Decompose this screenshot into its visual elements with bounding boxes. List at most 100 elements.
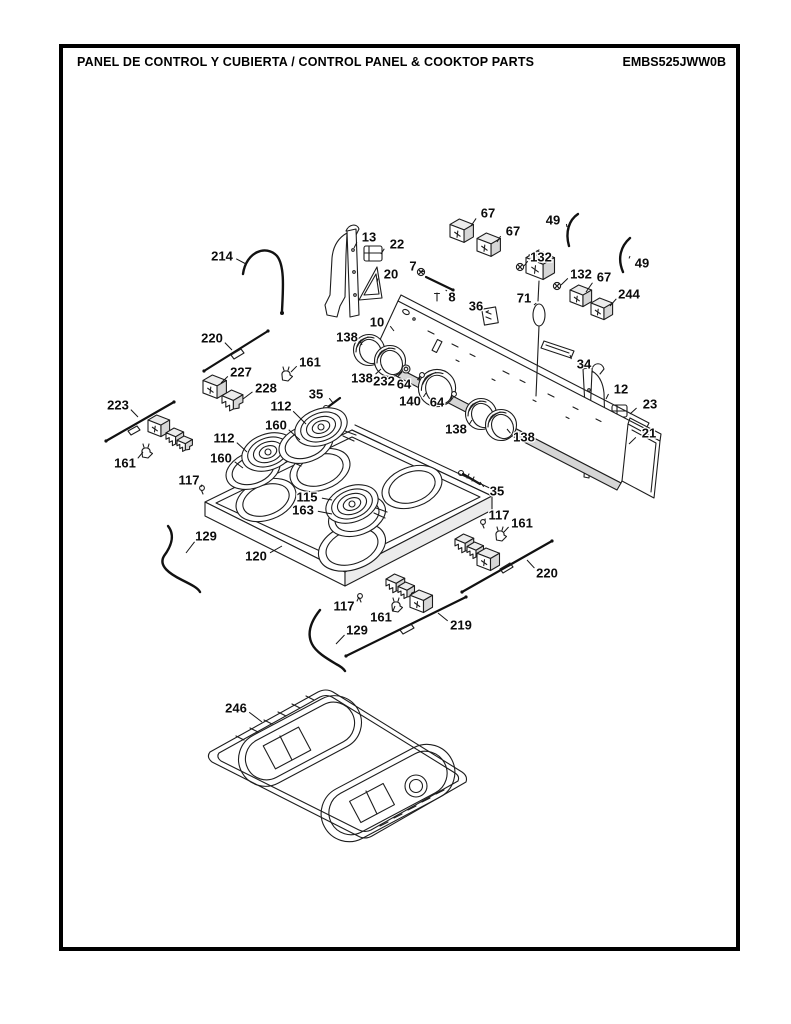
leader-line xyxy=(534,303,536,305)
part-label-120: 120 xyxy=(245,549,267,564)
leader-line xyxy=(318,511,332,514)
part-220-rod xyxy=(202,329,270,373)
leader-line xyxy=(201,485,202,487)
part-label-138: 138 xyxy=(513,430,535,445)
leader-line xyxy=(221,376,228,383)
part-label-112: 112 xyxy=(214,431,235,446)
leader-line xyxy=(270,546,282,553)
leader-line xyxy=(451,395,452,398)
part-22-clip xyxy=(364,246,382,261)
part-label-8: 8 xyxy=(448,290,455,305)
leader-line xyxy=(586,283,592,292)
leader-line xyxy=(377,278,378,282)
leader-line xyxy=(336,635,345,644)
part-label-115: 115 xyxy=(297,490,318,505)
part-36-bracket xyxy=(482,307,499,325)
part-161-clip xyxy=(281,366,294,382)
part-220-rod xyxy=(460,539,554,594)
leader-line xyxy=(237,443,247,452)
part-label-132: 132 xyxy=(530,250,552,265)
part-label-223: 223 xyxy=(107,398,129,413)
part-label-161: 161 xyxy=(299,355,321,370)
part-label-67: 67 xyxy=(506,224,520,239)
model-number: EMBS525JWW0B xyxy=(622,55,727,69)
leader-line xyxy=(570,355,571,359)
leader-line xyxy=(322,498,332,500)
part-71-sensor-switch xyxy=(525,250,556,396)
part-label-23: 23 xyxy=(643,397,657,412)
part-132-screw xyxy=(515,262,525,272)
part-label-232: 232 xyxy=(373,374,395,389)
part-label-34: 34 xyxy=(577,357,592,372)
part-label-138: 138 xyxy=(351,371,373,386)
part-label-13: 13 xyxy=(362,230,376,245)
part-label-22: 22 xyxy=(390,237,404,252)
part-67-switch xyxy=(449,218,474,243)
leader-line xyxy=(293,411,306,424)
leader-line xyxy=(393,606,395,611)
leader-line xyxy=(480,482,484,487)
part-label-220: 220 xyxy=(201,331,223,346)
leader-line xyxy=(249,712,262,722)
part-label-161: 161 xyxy=(370,610,392,625)
part-label-35: 35 xyxy=(490,484,504,499)
leader-line xyxy=(629,437,636,444)
part-49-wire xyxy=(567,214,578,246)
part-label-227: 227 xyxy=(230,365,252,380)
terminal-cluster-bottom-right xyxy=(454,533,500,571)
leader-line xyxy=(446,290,447,291)
leader-line xyxy=(131,410,138,417)
part-117-screw xyxy=(199,485,205,495)
leader-line xyxy=(417,376,420,380)
part-label-117: 117 xyxy=(179,473,200,488)
leader-line xyxy=(504,527,509,532)
part-8-rod xyxy=(426,277,455,301)
part-232-spacer xyxy=(402,365,410,373)
part-132-screw xyxy=(552,281,562,291)
part-label-214: 214 xyxy=(211,249,233,264)
part-label-161: 161 xyxy=(511,516,533,531)
part-129-wire xyxy=(310,610,345,671)
leader-line xyxy=(423,393,426,397)
leader-line xyxy=(438,613,448,621)
leader-line xyxy=(186,542,195,553)
part-label-71: 71 xyxy=(517,291,531,306)
part-214-wire xyxy=(243,250,284,315)
leader-line xyxy=(486,311,489,312)
leader-line xyxy=(225,343,232,350)
leader-line xyxy=(291,366,297,372)
terminal-cluster-left xyxy=(147,414,193,452)
part-label-49: 49 xyxy=(546,213,560,228)
leader-line xyxy=(606,394,609,399)
leader-line xyxy=(236,259,246,264)
part-label-49: 49 xyxy=(635,256,649,271)
part-label-219: 219 xyxy=(450,618,472,633)
part-label-36: 36 xyxy=(469,299,483,314)
part-number-labels: 2142202272281612233511216011216016111712… xyxy=(106,204,658,723)
part-label-117: 117 xyxy=(489,508,510,523)
part-129-wire xyxy=(162,526,200,592)
leader-line xyxy=(561,278,568,285)
part-label-67: 67 xyxy=(597,270,611,285)
leader-line xyxy=(610,299,616,306)
part-label-220: 220 xyxy=(536,566,558,581)
part-161-clip xyxy=(141,443,154,459)
part-161-clip xyxy=(495,526,508,542)
leader-line xyxy=(566,224,567,227)
leader-line xyxy=(360,341,362,345)
part-label-64: 64 xyxy=(397,377,412,392)
part-34-trim-strip xyxy=(541,341,574,358)
part-label-7: 7 xyxy=(409,259,416,274)
part-label-20: 20 xyxy=(384,267,398,282)
leader-line xyxy=(629,256,630,258)
part-223-rod xyxy=(104,400,176,443)
part-label-10: 10 xyxy=(370,315,384,330)
part-label-67: 67 xyxy=(481,206,495,221)
part-label-244: 244 xyxy=(618,287,640,302)
part-244-switch xyxy=(590,297,613,320)
leader-line xyxy=(376,369,381,374)
part-label-163: 163 xyxy=(292,503,314,518)
leader-line xyxy=(527,560,534,568)
part-label-117: 117 xyxy=(334,599,355,614)
